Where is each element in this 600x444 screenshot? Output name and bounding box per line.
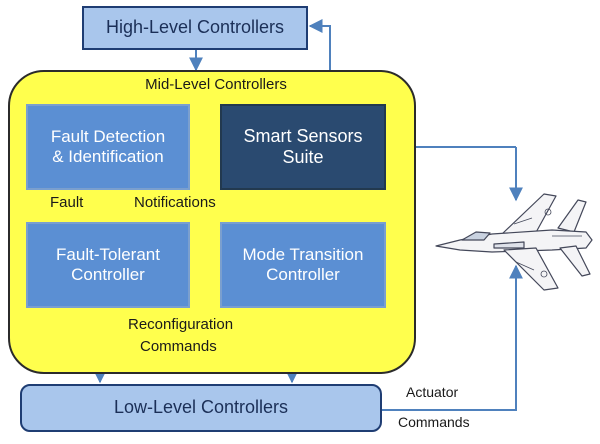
fighter-jet-icon <box>435 193 593 291</box>
reconfiguration-commands-label: Commands <box>140 338 217 355</box>
actuator-label: Actuator <box>406 384 459 400</box>
mode-transition-controller-box: Mode Transition Controller <box>220 222 386 308</box>
low-level-controllers-box: Low-Level Controllers <box>20 384 382 432</box>
ftc-line-1: Fault-Tolerant <box>56 244 160 264</box>
fault-detection-box: Fault Detection & Identification <box>26 104 190 190</box>
ftc-line-2: Controller <box>71 265 145 284</box>
arrow-low-to-aircraft <box>382 264 523 411</box>
actuator-commands-label: Commands <box>398 414 470 430</box>
smart-sensors-box: Smart Sensors Suite <box>220 104 386 190</box>
reconfiguration-label: Reconfiguration <box>128 316 234 333</box>
mid-level-label: Mid-Level Controllers <box>145 76 287 93</box>
sensors-line-1: Smart Sensors <box>243 125 363 146</box>
fault-tolerant-controller-box: Fault-Tolerant Controller <box>26 222 190 308</box>
mtc-line-2: Controller <box>266 265 340 284</box>
fdi-line-2: & Identification <box>52 147 164 166</box>
fault-label: Fault <box>50 194 84 211</box>
high-level-controllers-box: High-Level Controllers <box>82 6 308 50</box>
mtc-line-1: Mode Transition <box>242 244 364 264</box>
low-level-label: Low-Level Controllers <box>113 397 289 418</box>
high-level-label: High-Level Controllers <box>105 17 285 38</box>
sensors-line-2: Suite <box>282 147 324 167</box>
notifications-label: Notifications <box>134 194 216 211</box>
fdi-line-1: Fault Detection <box>50 126 166 146</box>
